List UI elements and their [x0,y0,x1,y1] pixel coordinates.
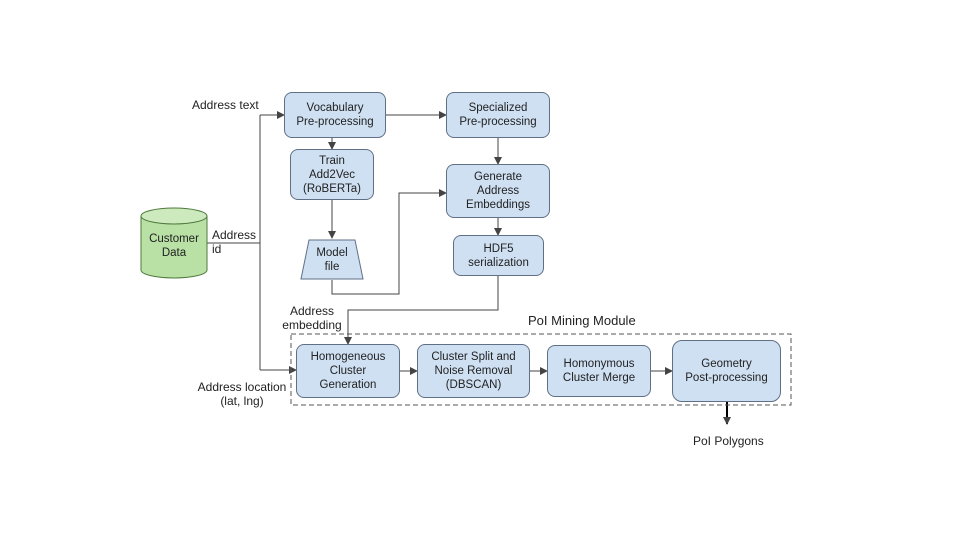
label-poi-polygons: PoI Polygons [693,434,764,448]
label-address-id: Address id [212,228,257,256]
node-homonymous-merge: Homonymous Cluster Merge [547,345,651,397]
poi-module-container [290,333,792,406]
edge-model-to-generate [331,189,447,295]
label-poi-module: PoI Mining Module [528,313,636,328]
node-customer-data: Customer Data [149,233,199,259]
node-model-file: Model file [316,247,348,273]
node-homogeneous-cluster: Homogeneous Cluster Generation [296,344,400,398]
node-vocabulary-preprocessing: Vocabulary Pre-processing [284,92,386,138]
label-address-location: Address location (lat, lng) [197,380,287,408]
node-geometry-postprocessing: Geometry Post-processing [672,340,781,402]
label-address-text: Address text [192,98,259,112]
node-train-add2vec: Train Add2Vec (RoBERTa) [290,149,374,200]
label-address-embedding: Address embedding [282,304,342,332]
node-specialized-preprocessing: Specialized Pre-processing [446,92,550,138]
customer-data-cylinder [140,207,208,279]
node-hdf5-serialization: HDF5 serialization [453,235,544,276]
node-cluster-split: Cluster Split and Noise Removal (DBSCAN) [417,344,530,398]
model-file-shape [300,239,364,280]
edge-hdf5-to-homogeneous [344,276,499,345]
node-generate-embeddings: Generate Address Embeddings [446,164,550,218]
